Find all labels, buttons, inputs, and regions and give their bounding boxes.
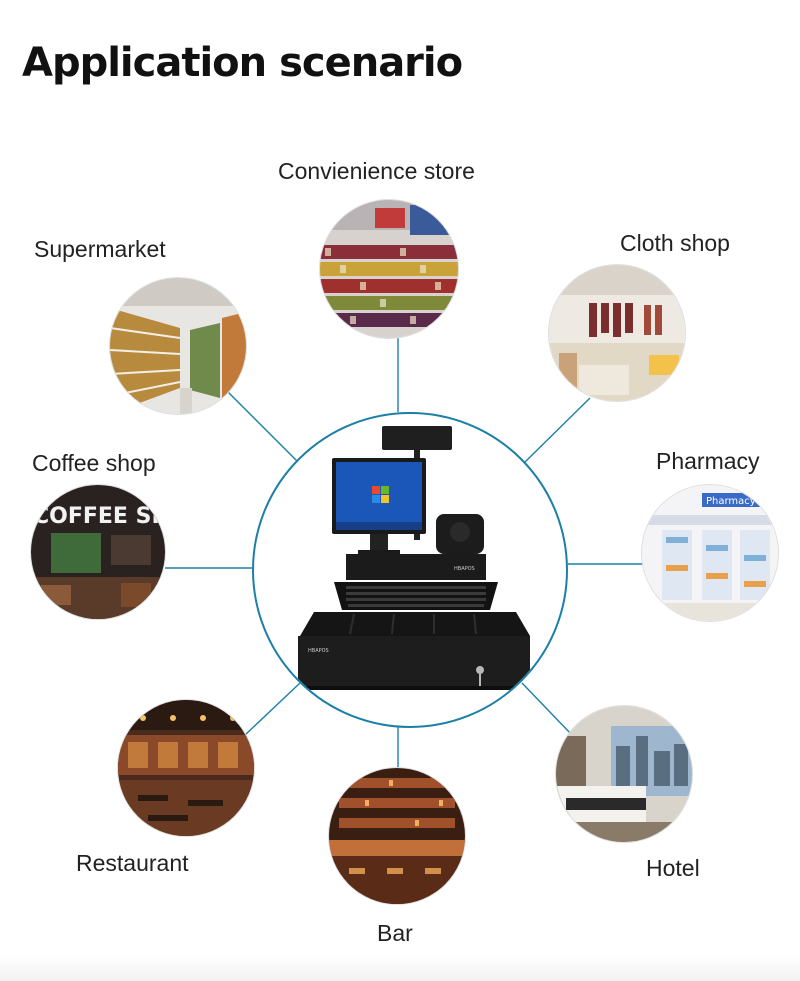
pharmacy-sign-text: Pharmacy xyxy=(706,496,756,507)
label-hotel: Hotel xyxy=(646,855,700,881)
label-coffee-shop: Coffee shop xyxy=(32,450,156,476)
cash-drawer-front xyxy=(298,636,530,688)
label-convenience-store: Convienience store xyxy=(278,158,475,184)
label-supermarket: Supermarket xyxy=(34,236,166,262)
page-title: Application scenario xyxy=(22,40,463,86)
pos-system-circle: HBAPOS HBAPOS xyxy=(252,412,568,728)
connector-restaurant xyxy=(244,682,301,736)
hotel-photo xyxy=(556,706,692,842)
svg-text:HBAPOS: HBAPOS xyxy=(308,648,329,654)
supermarket-photo xyxy=(110,278,246,414)
label-restaurant: Restaurant xyxy=(76,850,189,876)
coffee-sign-text: COFFEE SHOP xyxy=(33,504,165,529)
label-cloth-shop: Cloth shop xyxy=(620,230,730,256)
pos-base-unit xyxy=(346,554,486,580)
connector-supermarket xyxy=(227,391,299,463)
connector-hotel xyxy=(521,682,573,736)
cash-drawer-tray xyxy=(300,612,530,636)
convenience-store-photo xyxy=(320,200,458,338)
label-bar: Bar xyxy=(377,920,413,946)
windows-logo-icon xyxy=(372,486,389,503)
bar-photo xyxy=(329,768,465,904)
restaurant-photo xyxy=(118,700,254,836)
customer-display xyxy=(382,426,452,450)
pharmacy-photo: Pharmacy xyxy=(642,485,778,621)
drawer-lock-icon xyxy=(476,666,484,674)
coffee-shop-photo: COFFEE SHOP xyxy=(31,485,165,619)
pos-terminal-illustration: HBAPOS HBAPOS xyxy=(298,426,530,690)
cloth-shop-photo xyxy=(549,265,685,401)
footer-band xyxy=(0,955,800,981)
svg-text:HBAPOS: HBAPOS xyxy=(454,566,475,572)
label-pharmacy: Pharmacy xyxy=(656,448,760,474)
connector-cloth xyxy=(524,397,591,463)
